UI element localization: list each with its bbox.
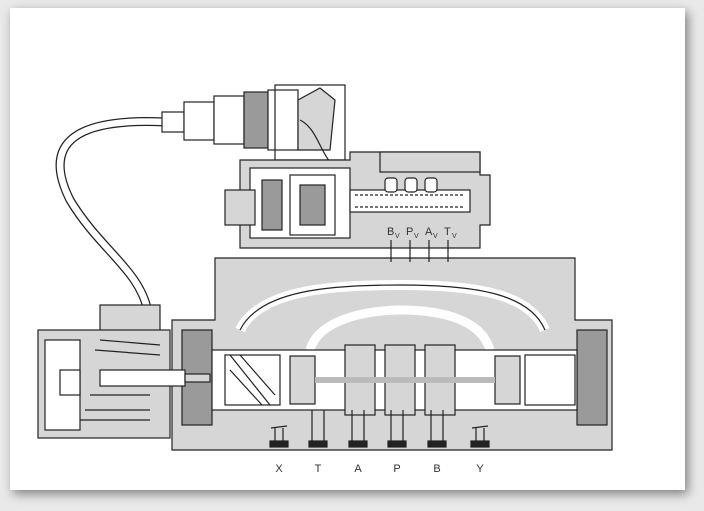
pilot-port-subscript: V xyxy=(433,233,438,240)
main-valve-body xyxy=(171,257,613,451)
port-seal xyxy=(308,440,328,448)
cable-connector xyxy=(161,84,346,171)
pilot-drain-channel xyxy=(471,425,489,441)
electronics-housing xyxy=(37,304,211,439)
port-channel xyxy=(390,410,404,441)
port-label-x: X xyxy=(275,463,283,475)
pilot-valve xyxy=(224,151,491,249)
pilot-port-subscript: V xyxy=(395,233,400,240)
port-channel xyxy=(430,410,444,441)
pilot-port-subscript: V xyxy=(452,233,457,240)
port-label-t: T xyxy=(315,463,322,475)
port-label-p: P xyxy=(393,463,400,475)
cable xyxy=(55,117,166,313)
port-channel xyxy=(351,410,365,441)
port-seal xyxy=(427,440,447,448)
port-seal xyxy=(387,440,407,448)
port-seal xyxy=(470,440,490,448)
pilot-port-label: P xyxy=(406,226,413,238)
port-label-b: B xyxy=(433,463,440,475)
pilot-port-label: B xyxy=(387,226,394,238)
pilot-port-label: T xyxy=(444,226,451,238)
pilot-port-subscript: V xyxy=(414,233,419,240)
port-label-a: A xyxy=(354,463,362,475)
port-channel xyxy=(311,410,325,441)
port-seal xyxy=(269,440,289,448)
port-seal xyxy=(348,440,368,448)
port-label-y: Y xyxy=(476,463,484,475)
pilot-port-label: A xyxy=(425,226,433,238)
pilot-drain-channel xyxy=(270,425,288,441)
